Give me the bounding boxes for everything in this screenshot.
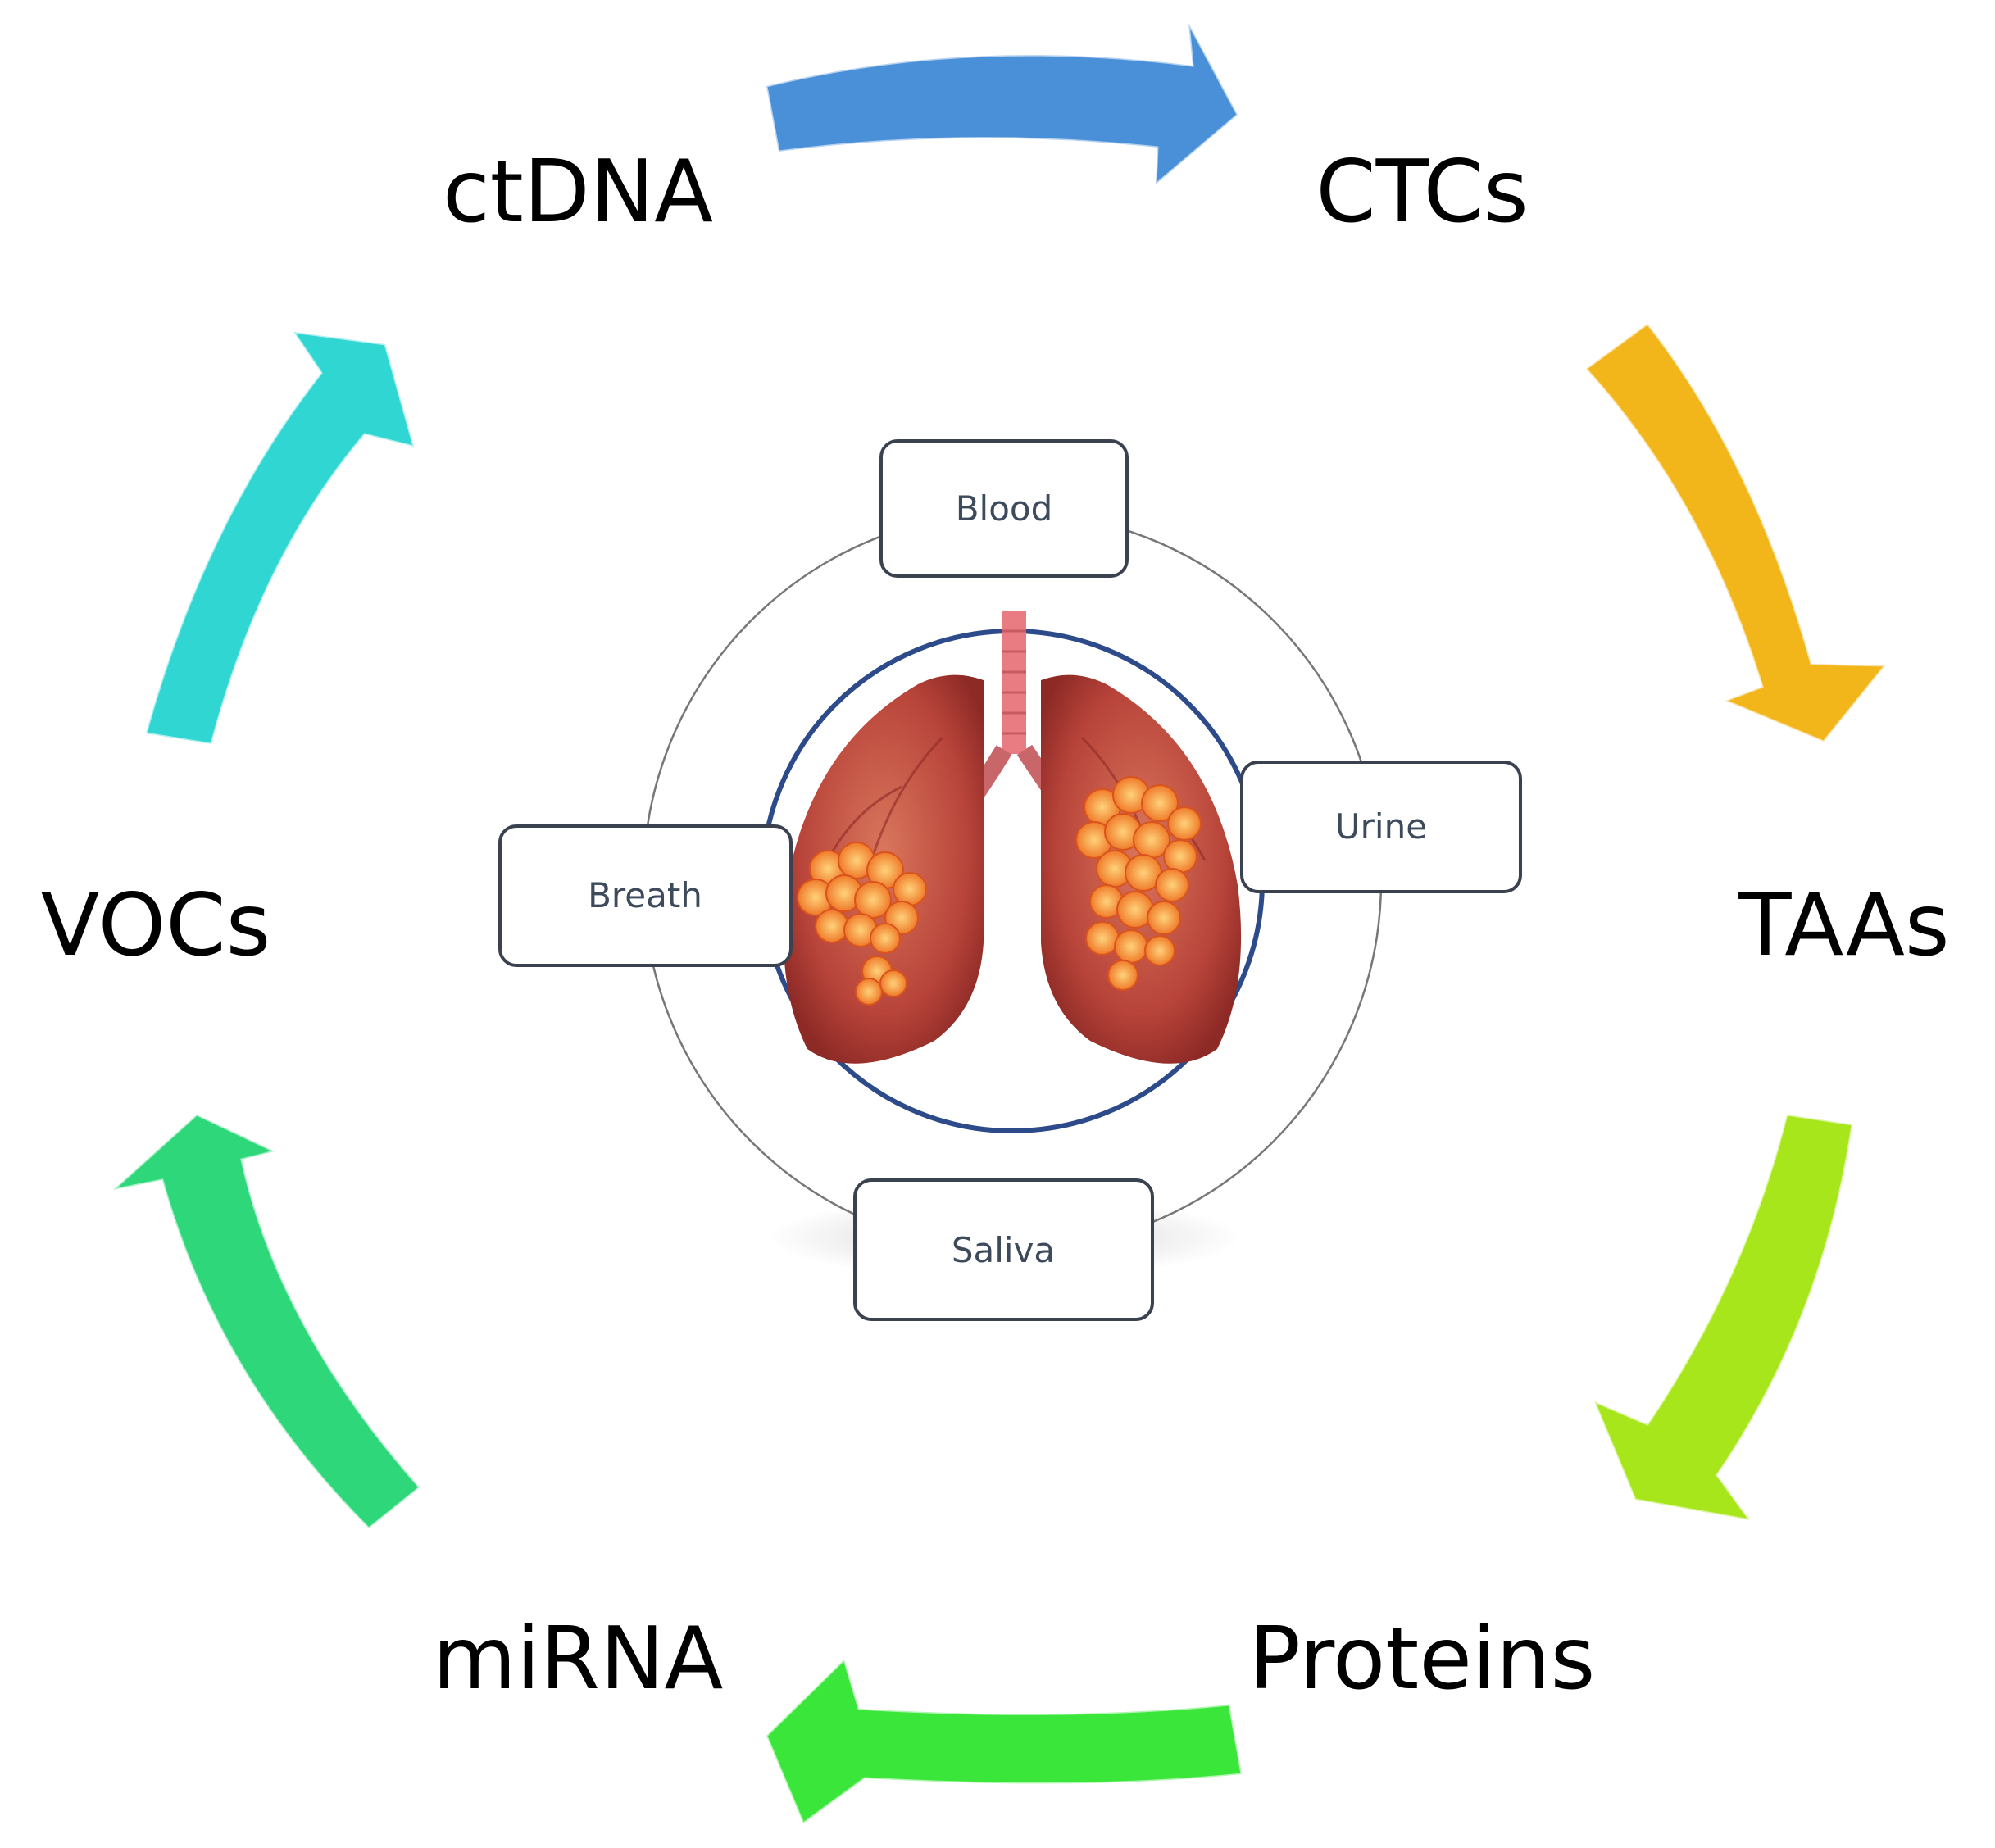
- box-saliva: Saliva: [853, 1178, 1154, 1321]
- arrow-vocs-to-ctdna: [144, 330, 416, 746]
- arrow-taas-to-proteins: [1592, 1113, 1854, 1523]
- label-taas: TAAs: [1738, 875, 1949, 975]
- label-ctcs: CTCs: [1316, 142, 1528, 242]
- box-breath: Breath: [498, 824, 793, 967]
- tumor-right: [1075, 776, 1202, 991]
- cycle-labels: ctDNA CTCs TAAs Proteins miRNA VOCs: [41, 142, 1950, 1709]
- label-urine: Urine: [1335, 806, 1427, 847]
- lungs-image: [760, 611, 1265, 1133]
- label-mirna: miRNA: [433, 1609, 724, 1709]
- label-ctdna: ctDNA: [443, 142, 713, 242]
- label-blood: Blood: [956, 488, 1053, 529]
- arrow-mirna-to-vocs: [108, 1113, 422, 1531]
- box-urine: Urine: [1240, 761, 1522, 893]
- arrow-ctdna-to-ctcs: [765, 22, 1239, 188]
- box-blood: Blood: [879, 439, 1129, 578]
- label-proteins: Proteins: [1249, 1609, 1596, 1709]
- cycle-arrows: [108, 22, 1888, 1826]
- label-breath: Breath: [588, 875, 702, 915]
- arrow-ctcs-to-taas: [1584, 321, 1888, 743]
- sample-sources: Blood Urine Breath Saliva: [498, 439, 1522, 1321]
- label-vocs: VOCs: [41, 875, 271, 975]
- tumor-left: [797, 842, 927, 1006]
- label-saliva: Saliva: [952, 1230, 1055, 1270]
- arrow-proteins-to-mirna: [765, 1657, 1243, 1826]
